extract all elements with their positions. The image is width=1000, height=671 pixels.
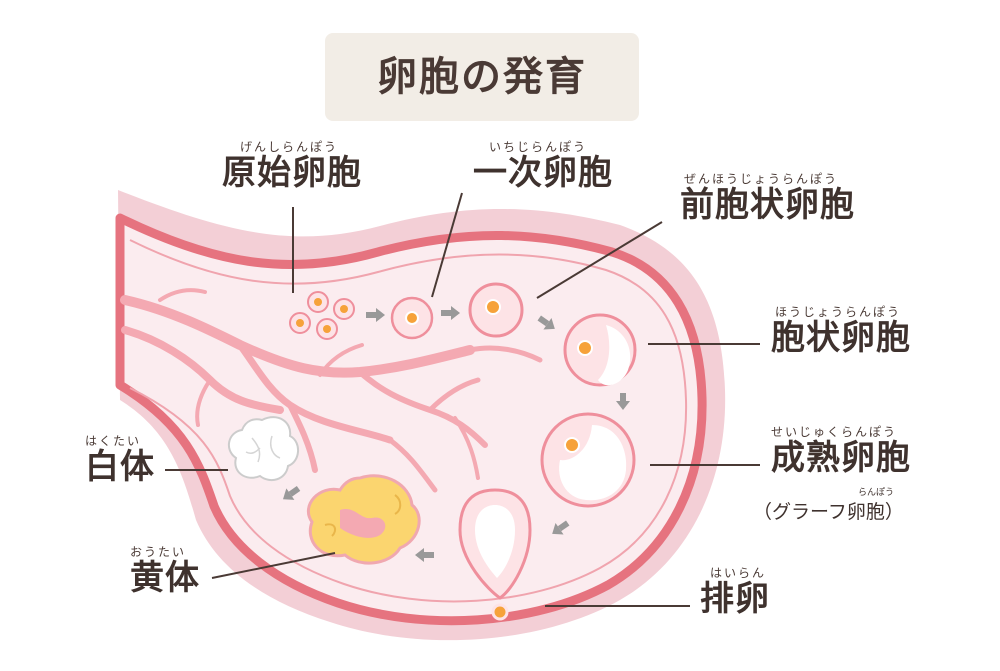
antral-follicle [563,313,637,387]
text-ovulation: 排卵 [700,579,770,619]
ovary-inner-rim [129,239,688,603]
ruby-ovulation: はいらん [710,566,767,580]
ruby-primordial: げんしらんぽう [240,140,339,154]
ovulation-follicle [458,488,532,621]
page-title: 卵胞の発育 [377,54,587,100]
label-ovulation: はいらん 排卵 [700,566,770,618]
ruby-primary: いちじらんぽう [489,140,588,154]
blood-vessels [120,288,543,493]
ruby-corpus-albicans: はくたい [85,434,142,448]
text-corpus-luteum: 黄体 [130,558,200,598]
label-preantral: ぜんほうじょうらんぽう 前胞状卵胞 [680,172,855,224]
ruby-mature: せいじゅくらんぽう [771,425,898,439]
ovary-wall [115,213,707,626]
text-mature: 成熟卵胞 [771,438,911,478]
arrow-4 [616,393,630,410]
corpus-luteum [306,474,421,565]
progress-arrows [282,306,630,562]
text-graafian: （グラーフ卵胞） [753,501,904,523]
label-antral: ほうじょうらんぽう 胞状卵胞 [771,305,911,357]
text-primary: 一次卵胞 [473,153,613,193]
text-corpus-albicans: 白体 [85,447,155,487]
preantral-follicle [468,282,524,338]
ruby-antral: ほうじょうらんぽう [775,305,902,319]
arrow-1 [366,308,385,322]
text-preantral: 前胞状卵胞 [680,185,855,225]
leader-lines [165,192,760,607]
arrow-2 [441,306,460,320]
arrow-6 [415,548,434,562]
ruby-graafian: らんぽう [858,488,895,498]
mature-follicle [540,412,636,508]
corpus-albicans [227,416,299,482]
primordial-follicles [289,291,355,340]
label-mature: せいじゅくらんぽう 成熟卵胞 [771,425,911,477]
title-box: 卵胞の発育 [325,33,639,121]
arrow-3 [537,315,555,330]
ruby-corpus-luteum: おうたい [130,545,187,559]
arrow-5 [552,520,570,535]
label-corpus-albicans: はくたい 白体 [85,434,155,486]
label-primary: いちじらんぽう 一次卵胞 [473,140,613,192]
arrow-7 [282,485,301,500]
primary-follicle [390,296,434,340]
text-antral: 胞状卵胞 [771,318,911,358]
ruby-preantral: ぜんほうじょうらんぽう [684,172,839,186]
label-corpus-luteum: おうたい 黄体 [130,545,200,597]
text-primordial: 原始卵胞 [222,153,362,193]
label-primordial: げんしらんぽう 原始卵胞 [222,140,362,192]
